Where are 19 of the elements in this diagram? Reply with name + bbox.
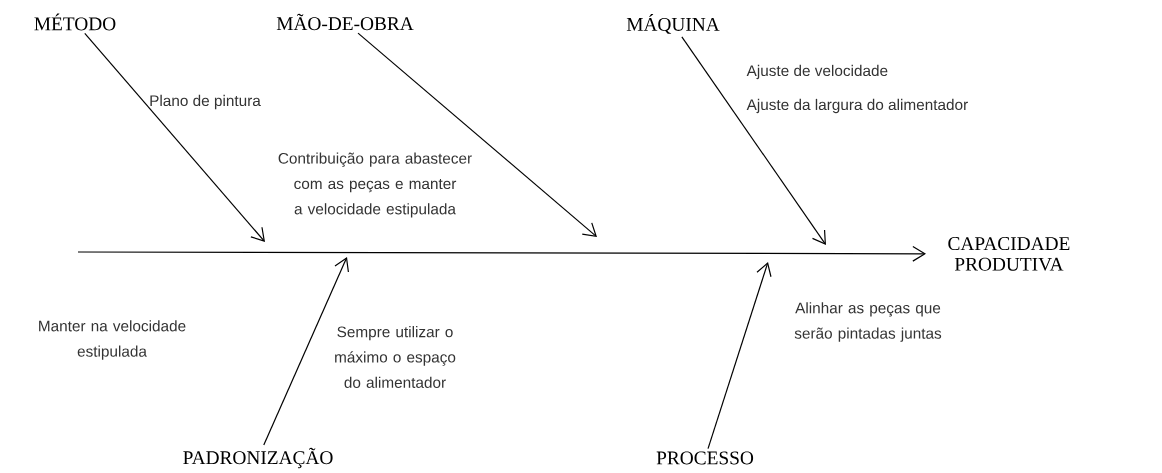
cause-label: Ajuste da largura do alimentador <box>746 98 968 114</box>
category-label: PADRONIZAÇÃO <box>183 447 333 469</box>
bone-arrow <box>707 262 772 450</box>
category-label: MÃO-DE-OBRA <box>276 13 414 31</box>
category-label: MÉTODO <box>34 13 116 31</box>
cause-label: Contribuição para abastecer com as peças e manter a velocidade estipulada <box>278 152 472 218</box>
bone-arrow <box>681 36 826 245</box>
bone-arrow <box>84 32 265 242</box>
cause-label: Ajuste de velocidade <box>746 64 888 80</box>
cause-label: Sempre utilizar o máximo o espaço do alimentador <box>335 326 456 388</box>
bone-arrow <box>357 32 597 237</box>
cause-label: Alinhar as peças que serão pintadas juntas <box>794 302 942 342</box>
category-label: PROCESSO <box>656 451 754 465</box>
cause-label: Plano de pintura <box>150 94 261 110</box>
spine-arrow <box>77 245 926 262</box>
category-label: MÁQUINA <box>626 14 720 34</box>
bone-arrow <box>263 257 349 446</box>
cause-label: Manter na velocidade estipulada <box>39 320 186 360</box>
effect-label: CAPACIDADE PRODUTIVA <box>948 237 1070 271</box>
